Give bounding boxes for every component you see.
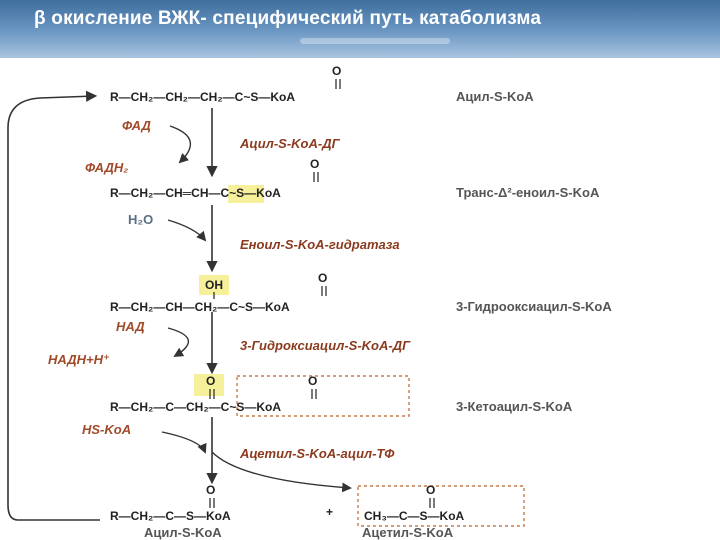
compound-formula-6: CH₃—C—S—KoA <box>364 509 465 523</box>
carbonyl-oxygen-6: O <box>426 483 435 497</box>
compound-name-6: Ацетил-S-KoA <box>362 525 454 540</box>
compound-name-3: 3-Гидрооксиацил-S-KoA <box>456 299 612 314</box>
cofactor-hskoa: HS-KoA <box>82 422 131 437</box>
enzyme-1: Ацил-S-KoA-ДГ <box>239 136 341 151</box>
compound-formula-5: R—CH₂—C—S—KoA <box>110 509 231 523</box>
acetyl-branch-arrow <box>211 451 352 493</box>
carbonyl-oxygen-4: O <box>308 374 317 388</box>
cofactor-fadh2: ФАДН₂ <box>85 160 128 175</box>
carbonyl-oxygen-1: O <box>332 64 341 78</box>
compound-formula-3: R—CH₂—CH—CH₂—C~S—KoA <box>110 300 290 314</box>
title-banner: β окисление ВЖК- специфический путь ката… <box>0 0 720 58</box>
keto-oxygen: O <box>206 374 215 388</box>
plus-sign: + <box>326 505 333 519</box>
enzyme-3: 3-Гидроксиацил-S-KoA-ДГ <box>240 338 411 353</box>
compound-name-5: Ацил-S-KoA <box>144 525 222 540</box>
oh-highlight <box>199 275 229 295</box>
double-bond-highlight <box>228 185 264 203</box>
carbonyl-oxygen-5: O <box>206 483 215 497</box>
compound-name-2: Транс-Δ²-еноил-S-KoA <box>456 185 600 200</box>
cofactor-water: H₂O <box>128 212 153 227</box>
compound-formula-4: R—CH₂—C—CH₂—C~S—KoA <box>110 400 281 414</box>
nad-curve-arrow <box>167 327 189 358</box>
compound-formula-2: R—CH₂—CH═CH—C~S—KoA <box>110 186 281 200</box>
fad-curve-arrow <box>169 125 192 164</box>
enzyme-4: Ацетил-S-KoA-ацил-ТФ <box>239 446 395 461</box>
compound-substituent-oh: OH <box>205 278 223 292</box>
compound-formula-1: R—CH₂—CH₂—CH₂—C~S—KoA <box>110 90 295 104</box>
banner-faded-subtitle <box>300 38 450 44</box>
recycle-loop-arrow <box>7 90 100 521</box>
compound-name-1: Ацил-S-KoA <box>456 89 534 104</box>
cofactor-nadh: НАДН+Н⁺ <box>48 352 110 367</box>
page-title: β окисление ВЖК- специфический путь ката… <box>34 8 542 29</box>
enzyme-2: Еноил-S-KoA-гидратаза <box>240 237 400 252</box>
acetyl-coa-box <box>357 485 525 527</box>
cofactor-nad: НАД <box>116 319 145 334</box>
cofactor-fad: ФАД <box>122 118 152 133</box>
carbonyl-oxygen-2: O <box>310 157 319 171</box>
keto-highlight <box>194 374 224 396</box>
acetyl-fragment-box <box>236 375 410 417</box>
compound-name-4: 3-Кетоацил-S-KoA <box>456 399 573 414</box>
carbonyl-oxygen-3: O <box>318 271 327 285</box>
water-curve-arrow <box>167 219 207 242</box>
hskoa-curve-arrow <box>161 431 207 454</box>
